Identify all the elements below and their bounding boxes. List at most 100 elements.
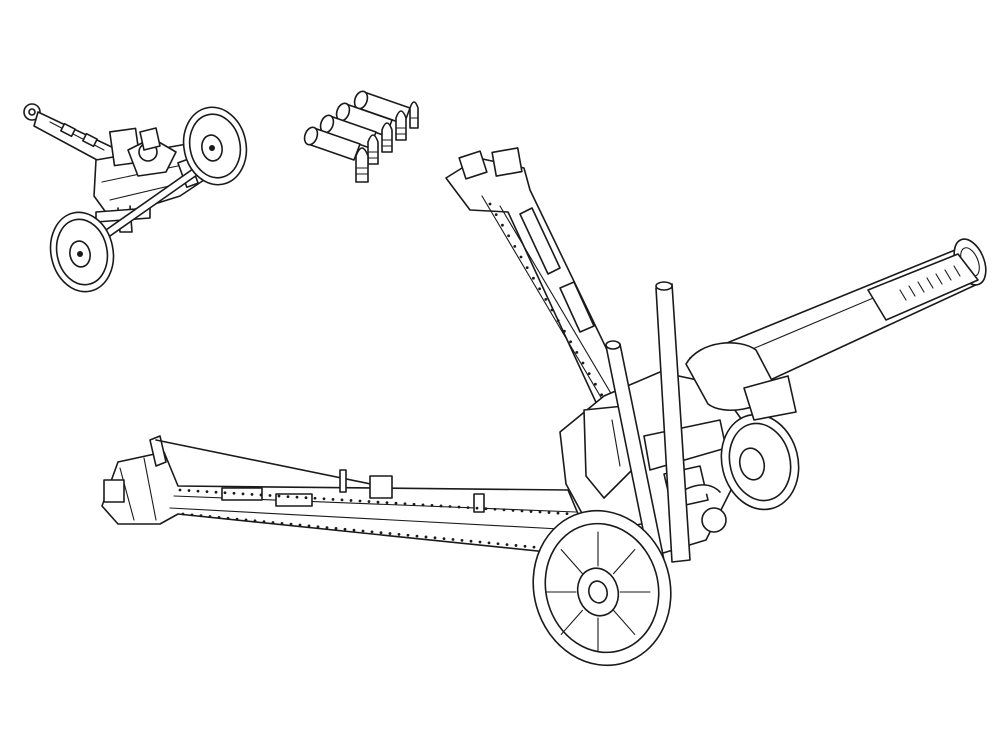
rivet: [277, 494, 281, 498]
rivet: [244, 518, 248, 522]
rivet: [505, 543, 509, 546]
rivet: [232, 491, 236, 495]
rivet: [513, 245, 517, 248]
spoke: [613, 549, 636, 575]
spoke: [613, 609, 636, 635]
muzzle-slot: [953, 265, 961, 277]
trail-leg-lower: [101, 435, 587, 557]
limber-wheel-left: [49, 211, 115, 293]
rivet: [487, 541, 491, 545]
rivet: [235, 517, 239, 521]
rivet: [313, 496, 317, 500]
rivet: [514, 544, 518, 547]
limber-wheel-right: [182, 106, 248, 186]
projectile-2: [395, 110, 407, 141]
rivet: [594, 382, 597, 386]
rivet: [376, 500, 380, 504]
shell-casing-3: [319, 114, 377, 149]
rivet: [241, 492, 245, 496]
rivet: [538, 287, 541, 291]
rivet: [581, 361, 585, 365]
rivet: [397, 533, 401, 536]
rivet: [496, 542, 500, 546]
rivet: [199, 514, 203, 518]
rivet: [475, 506, 479, 510]
rivet: [250, 493, 254, 496]
rivet: [370, 530, 374, 534]
rivet: [575, 351, 579, 354]
shell-casing-4: [303, 126, 361, 161]
rivet: [349, 499, 353, 502]
rivet: [550, 308, 554, 312]
rivet: [403, 502, 407, 506]
rivet: [494, 213, 498, 217]
projectile-4: [367, 134, 379, 165]
rivet: [538, 510, 542, 514]
rivet: [322, 497, 326, 501]
gun-wheel-rear: [720, 413, 800, 511]
rivet: [507, 234, 510, 238]
rivet: [181, 512, 185, 516]
rivet: [340, 498, 344, 502]
rivet: [190, 513, 194, 517]
rivet: [226, 516, 230, 520]
rivet: [352, 528, 356, 532]
muzzle-slot: [917, 281, 925, 293]
rivet: [563, 329, 566, 333]
rivet: [478, 540, 482, 544]
rivet: [361, 529, 365, 533]
gun-barrel: [685, 238, 987, 411]
muzzle-brake-slots: [899, 265, 961, 301]
rivet: [343, 527, 347, 531]
rivet: [556, 319, 560, 322]
trail-leg-upper: [445, 147, 637, 425]
rivet: [379, 531, 383, 535]
rivet: [253, 519, 257, 523]
rivet: [565, 512, 569, 516]
spoke: [560, 549, 583, 575]
projectile-3: [381, 122, 393, 153]
rivet: [442, 537, 446, 541]
rivet: [406, 533, 410, 537]
rivet: [223, 491, 227, 495]
rivet: [421, 503, 425, 507]
muzzle-slot: [944, 269, 952, 281]
rivet: [600, 393, 603, 397]
rivet: [469, 539, 473, 543]
rivet: [547, 511, 551, 514]
muzzle-slot: [935, 273, 943, 285]
rivet: [325, 526, 329, 529]
rivet: [502, 508, 506, 512]
rivet: [466, 506, 470, 509]
rivet: [520, 509, 524, 513]
rivet: [187, 489, 191, 492]
rivet: [334, 527, 338, 530]
rivet: [511, 508, 515, 512]
rivet: [430, 504, 434, 507]
rivet: [298, 523, 302, 527]
spoke: [560, 609, 583, 635]
limber-drawbar: [33, 111, 119, 169]
rivet: [394, 501, 398, 505]
rivet: [367, 500, 371, 503]
rivet: [295, 495, 299, 499]
rivet: [217, 516, 221, 519]
rivet: [289, 522, 293, 526]
rivet: [501, 223, 504, 227]
rivet: [484, 507, 488, 511]
rivet: [493, 507, 497, 511]
rivet: [424, 535, 428, 539]
gun-wheel-front: [532, 509, 672, 667]
rivet: [388, 532, 392, 535]
rivet: [271, 521, 275, 524]
rivet: [358, 499, 362, 503]
rivet: [460, 538, 464, 542]
rivet: [316, 525, 320, 529]
rivet: [532, 545, 536, 549]
rivet: [415, 534, 419, 538]
rivet: [214, 490, 218, 494]
muzzle-slot: [899, 289, 907, 301]
rivet: [523, 544, 527, 548]
rivet: [544, 298, 548, 301]
